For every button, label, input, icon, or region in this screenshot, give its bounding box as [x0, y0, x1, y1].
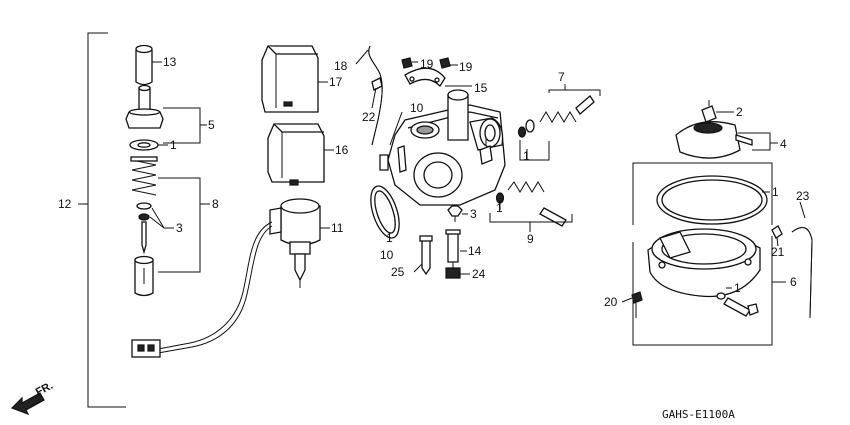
starter-valve-part [134, 255, 154, 297]
part-label-23: 23 [796, 189, 810, 203]
part-label-1: 1 [170, 138, 177, 152]
breather-tube-part [368, 45, 383, 146]
part-label-12: 12 [58, 197, 72, 211]
part-label-19: 19 [420, 57, 434, 71]
part-label-1: 1 [496, 201, 503, 215]
drain-screw-part [723, 297, 759, 317]
group-9-parts [495, 181, 567, 227]
part-label-19: 19 [459, 60, 473, 74]
screw-part [401, 57, 451, 69]
part-label-17: 17 [329, 75, 343, 89]
part-label-9: 9 [527, 232, 534, 246]
part-label-3: 3 [470, 207, 477, 221]
part-label-5: 5 [208, 118, 215, 132]
spring-part [130, 156, 158, 196]
part-label-13: 13 [163, 55, 177, 69]
carburetor-body-part [379, 89, 506, 206]
part-label-7: 7 [558, 70, 565, 84]
part-label-3: 3 [176, 221, 183, 235]
starter-knob-part [125, 84, 164, 129]
part-label-6: 6 [790, 275, 797, 289]
part-label-1: 1 [734, 281, 741, 295]
part-label-20: 20 [604, 295, 618, 309]
group-7-parts [517, 95, 595, 138]
float-valve-part [701, 100, 717, 123]
part-label-1: 1 [772, 185, 779, 199]
auto-bystarter-part [269, 198, 321, 288]
part-label-2: 2 [736, 105, 743, 119]
part-label-22: 22 [362, 110, 376, 124]
part-label-14: 14 [468, 244, 482, 258]
slow-jet-part [419, 235, 433, 276]
part-label-18: 18 [334, 59, 348, 73]
part-label-10: 10 [410, 101, 424, 115]
front-direction-label: FR. [34, 380, 55, 399]
part-label-4: 4 [780, 137, 787, 151]
connector-part [131, 339, 161, 358]
front-direction-arrow-icon [10, 392, 45, 416]
main-jet-part [445, 262, 461, 279]
needle-clip-part [136, 202, 152, 221]
part-labels: 13 5 1 8 3 12 17 16 11 18 22 10 19 19 15… [34, 55, 810, 421]
float-chamber-part [647, 228, 761, 298]
part-label-11: 11 [331, 221, 344, 235]
needle-jet-part [445, 229, 461, 263]
drain-screw-part [447, 205, 463, 222]
top-cover-part [261, 45, 319, 113]
part-label-16: 16 [335, 143, 349, 157]
part-label-15: 15 [474, 81, 488, 95]
part-label-25: 25 [391, 265, 405, 279]
group-12-bracket [78, 32, 126, 408]
cover-part [267, 123, 325, 186]
part-label-1: 1 [523, 149, 530, 163]
throttle-plate-part [404, 67, 446, 88]
jet-needle-part [141, 221, 147, 255]
part-label-1: 1 [386, 231, 393, 245]
float-part [675, 121, 753, 159]
diagram-code: GAHS-E1100A [662, 408, 735, 421]
part-label-21: 21 [771, 245, 785, 259]
drain-tube-part [791, 227, 813, 319]
part-label-8: 8 [212, 197, 219, 211]
chamber-screw-part [631, 291, 643, 318]
part-label-24: 24 [472, 267, 486, 281]
cap-part [135, 44, 153, 86]
part-label-10: 10 [380, 248, 394, 262]
